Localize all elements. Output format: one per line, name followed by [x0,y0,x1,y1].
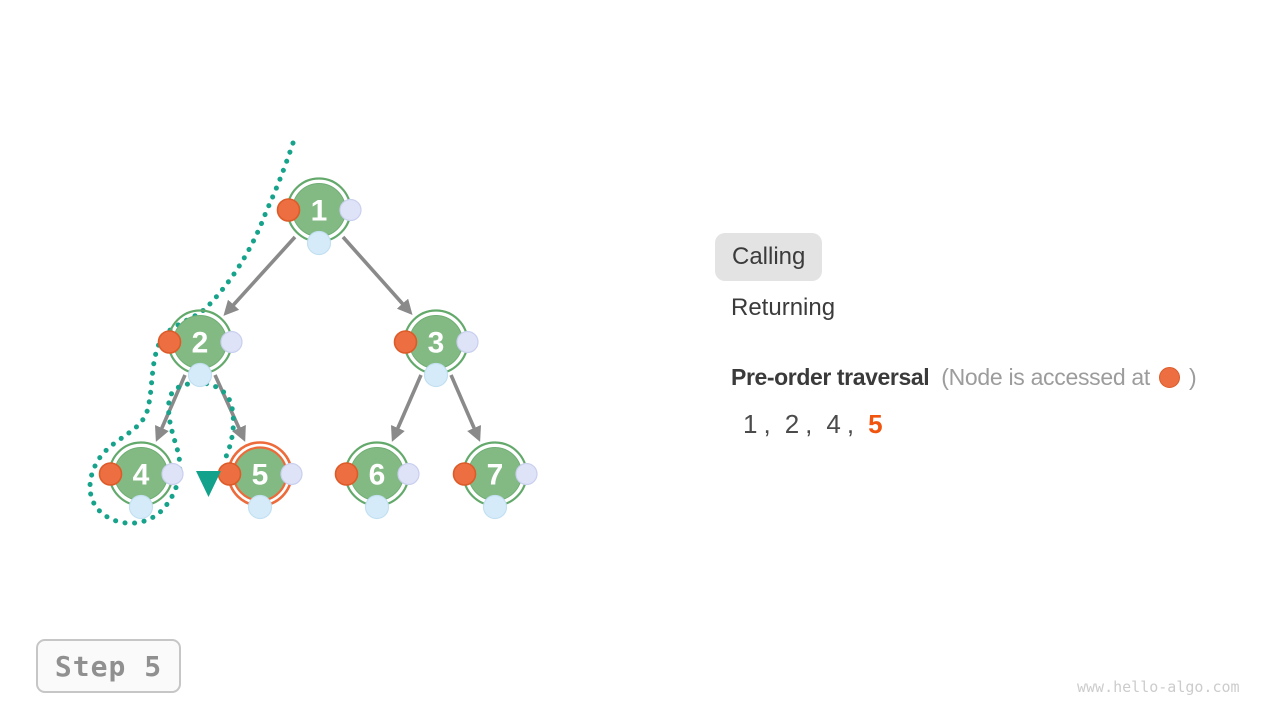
current-pointer-icon [196,471,221,497]
traversal-header: Pre-order traversal (Node is accessed at… [731,364,1197,391]
watermark: www.hello-algo.com [1077,678,1240,696]
step-indicator: Step 5 [36,639,181,693]
mid-dot-icon [482,494,508,520]
sequence-separator: , [763,409,771,439]
edge-1-2 [223,235,297,316]
edge-2-4 [154,374,187,442]
edge-3-7 [449,374,482,442]
recursion-trace-path [87,140,296,526]
return-dot-icon [161,462,184,486]
access-dot-icon [217,462,242,486]
traversal-note: (Node is accessed at ) [941,364,1196,391]
tree-node-7: 7 [452,441,538,520]
node-label: 5 [252,459,269,492]
tree-node-4: 4 [98,441,184,520]
mid-dot-icon [364,494,390,520]
sequence-item-current: 5 [868,409,883,439]
traversal-title: Pre-order traversal [731,364,930,390]
node-label: 1 [311,195,328,228]
sequence-item: 2 [784,409,800,439]
access-dot-icon [452,462,477,486]
access-dot-icon [276,198,301,222]
tree-node-1: 1 [276,177,362,256]
note-suffix: ) [1189,364,1197,390]
return-dot-icon [220,330,243,354]
binary-tree-canvas: 1 2 3 4 [87,140,538,526]
edge-3-6 [390,374,423,442]
sequence-separator: , [805,409,813,439]
mid-dot-icon [423,362,449,388]
node-label: 4 [133,459,150,492]
node-label: 6 [369,459,386,492]
note-prefix: (Node is accessed at [941,364,1151,390]
node-label: 7 [487,459,504,492]
edge-1-3 [341,235,413,315]
access-dot-icon [334,462,359,486]
node-label: 3 [428,327,445,360]
access-dot-icon [98,462,123,486]
tree-node-5-active: 5 [217,441,303,520]
accessed-dot-icon [1159,367,1181,388]
edge-2-5 [213,374,246,442]
mid-dot-icon [306,230,332,256]
mid-dot-icon [187,362,213,388]
mid-dot-icon [128,494,154,520]
return-dot-icon [339,198,362,222]
node-label: 2 [192,327,209,360]
access-dot-icon [393,330,418,354]
sequence-item: 1 [743,409,758,439]
traversal-sequence: 1 , 2 , 4 , 5 [743,409,883,440]
tree-node-2: 2 [157,309,243,388]
state-badge-calling: Calling [715,233,823,281]
return-dot-icon [397,462,420,486]
state-label-returning: Returning [731,294,836,321]
tree-node-3: 3 [393,309,479,388]
calling-label: Calling [732,243,806,270]
sequence-item: 4 [826,409,841,439]
sequence-separator: , [846,409,855,439]
step-label: Step 5 [54,649,163,683]
tree-node-6: 6 [334,441,420,520]
return-dot-icon [515,462,538,486]
mid-dot-icon [247,494,273,520]
tree-edges [154,235,482,442]
return-dot-icon [280,462,303,486]
return-dot-icon [456,330,479,354]
access-dot-icon [157,330,182,354]
